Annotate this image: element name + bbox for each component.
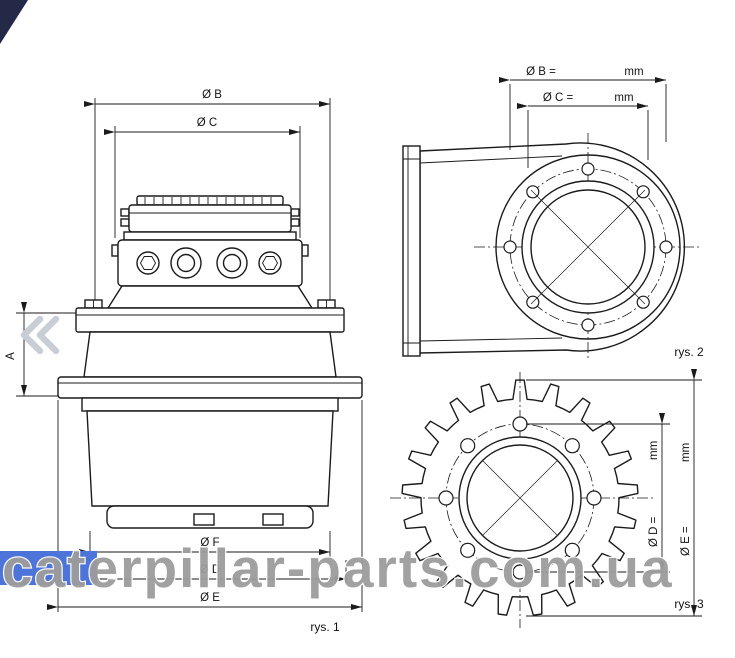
- hex-plug-right: [261, 256, 279, 270]
- fig3-dimensions: Ø D = mm Ø E = mm rys. 3: [526, 369, 704, 617]
- fig2-dim-b-unit: mm: [624, 66, 643, 78]
- fig2-dim-c-unit: mm: [614, 92, 633, 104]
- fig3-dim-e-unit: mm: [680, 443, 692, 462]
- motor-front-view: [57, 195, 363, 529]
- fig1-dim-c-label: Ø C: [197, 117, 217, 129]
- fig1-dim-f-label: Ø F: [200, 537, 219, 549]
- fig1-dim-e-label: Ø E: [200, 592, 220, 604]
- fig1-dim-d-label: Ø D: [200, 564, 220, 576]
- sprocket-bolt-holes: [438, 416, 602, 580]
- fig3-dim-e-label: Ø E =: [680, 526, 692, 556]
- sprocket-view: [390, 372, 655, 628]
- fig2-dim-c-label: Ø C =: [543, 92, 574, 104]
- fig1-caption: rys. 1: [310, 620, 340, 634]
- fig2-caption: rys. 2: [674, 345, 704, 359]
- hex-plug-left: [139, 256, 157, 270]
- fig3-dim-d-label: Ø D =: [648, 516, 660, 547]
- corner-fold: [0, 0, 28, 44]
- fig2-dim-b-label: Ø B =: [526, 66, 556, 78]
- chevron-left-icon[interactable]: [20, 315, 60, 355]
- fig1-dim-a-label: A: [5, 352, 17, 360]
- fig3-dim-d-unit: mm: [648, 441, 660, 460]
- housing-side-view: [402, 133, 700, 360]
- fig2-dimensions: Ø B = mm Ø C = mm rys. 2: [499, 66, 704, 359]
- watermark: caterpillar-parts.com.ua: [1, 537, 674, 599]
- fig3-caption: rys. 3: [674, 597, 704, 611]
- fig1-dim-b-label: Ø B: [202, 89, 222, 101]
